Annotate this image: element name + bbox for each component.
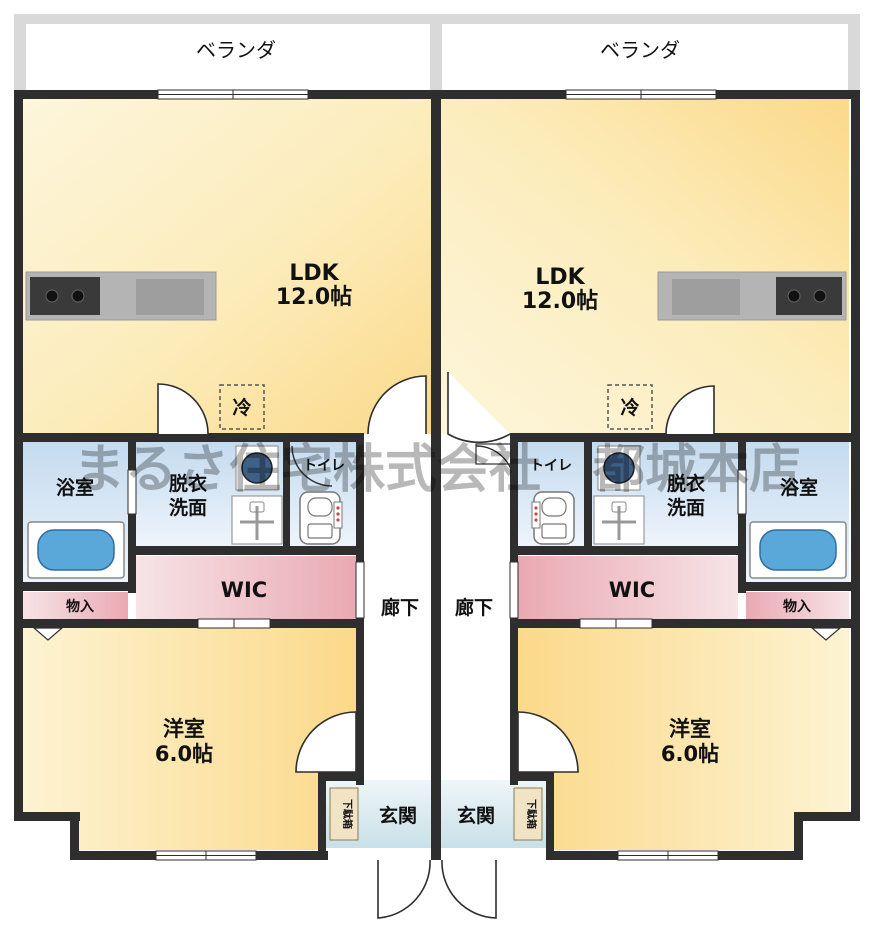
stove [776,277,842,315]
storage-floor-left [22,592,128,620]
washroom-label-left-1: 脱衣 [169,472,207,495]
door-wic-right [509,561,519,619]
sink-icon [672,279,740,315]
window-ldk-left [157,89,309,100]
burner-icon [813,289,827,303]
washing-machine-right [597,445,641,491]
bathtub-right [749,521,847,579]
door-ldk-right [665,385,715,435]
kitchen-counter-right [657,271,847,321]
hallway-label-right: 廊下 [455,596,493,619]
doors [32,372,842,919]
shoe-box-label-right: 下駄箱 [525,799,538,829]
basin-icon [611,501,627,513]
veranda-label-left: ベランダ [196,38,276,62]
bathtub-icon [759,529,837,571]
floor-fills [22,98,849,850]
bathtub-icon [37,529,115,571]
window-room-left [155,850,257,861]
toilet-fixture-right [531,491,575,545]
sink-icon [136,279,204,315]
toilet-label-right: トイレ [530,458,572,474]
room-size-left: 6.0帖 [155,742,213,766]
room-size-right: 6.0帖 [661,742,719,766]
toilet-label-left: トイレ [303,458,345,474]
window-ldk-right [565,89,717,100]
door-storage-left [32,627,64,641]
veranda-area [14,14,860,90]
washroom-label-right-1: 脱衣 [667,472,705,495]
hallway-floor-left [364,442,431,778]
door-bath-left [127,469,137,515]
storage-floor-right [746,592,849,620]
bath-label-left: 浴室 [56,476,94,499]
door-room-right [517,711,579,773]
door-hall-ldk-right [447,372,511,444]
ldk-floor-left [22,98,431,434]
wash-basin-left [231,495,283,545]
door-wic-left [355,561,365,619]
room-label-right: 洋室 [669,717,711,741]
veranda-right [442,24,848,90]
toilet-fixture-left [299,491,343,545]
room-label-left: 洋室 [163,717,205,741]
door-toilet-left [291,445,333,487]
stove [30,277,100,315]
bathtub-left [27,521,125,579]
shoe-box-label-left: 下駄箱 [341,799,354,829]
wic-label-left: WIC [221,578,267,602]
storage-label-right: 物入 [783,598,811,615]
western-room-floor-left [22,628,356,850]
bath-label-right: 浴室 [780,476,818,499]
wash-basin-right [593,495,645,545]
door-entrance-right [441,859,497,919]
shoe-box-left [329,787,359,841]
door-room-left [295,711,357,773]
washroom-label-right-2: 洗面 [667,496,705,519]
burner-icon [787,289,801,303]
door-ldk-left [157,383,209,435]
door-entrance-left [377,859,431,919]
ldk-size-left: 12.0帖 [276,285,352,310]
watermark-text: まるさ住宅株式会社 都城本店 [73,440,801,500]
window-wic-left [197,618,271,629]
burner-icon [45,289,59,303]
wic-label-right: WIC [609,578,655,602]
ldk-label-left: LDK [289,261,339,286]
washing-machine-icon [603,452,635,484]
entrance-label-right: 玄関 [457,804,495,827]
entrance-label-left: 玄関 [379,804,417,827]
door-storage-right [810,627,842,641]
veranda-label-right: ベランダ [600,38,680,62]
ldk-size-right: 12.0帖 [522,289,598,314]
wic-floor-right [518,556,738,620]
shoe-box-right [513,787,543,841]
fridge-label-left: 冷 [232,396,251,419]
door-toilet-right [475,445,515,485]
basin-icon [249,501,265,513]
western-room-floor-right [518,628,849,850]
fridge-space-left [219,384,265,430]
windows [155,89,719,861]
door-bath-right [737,469,747,515]
veranda-left [26,24,430,90]
fridge-label-right: 冷 [620,396,639,419]
door-hall-ldk-left [367,375,427,435]
ldk-label-right: LDK [535,265,585,290]
hallway-floor-right [441,442,510,778]
kitchen-counter-left [25,271,217,321]
ldk-floor-right [441,98,849,434]
window-wic-right [579,618,653,629]
window-room-right [617,850,719,861]
wic-floor-left [136,556,356,620]
hallway-label-left: 廊下 [381,596,419,619]
washing-machine-icon [241,452,273,484]
burner-icon [71,289,85,303]
washing-machine-left [235,445,279,491]
washroom-label-left-2: 洗面 [169,496,207,519]
fridge-space-right [607,384,653,430]
storage-label-left: 物入 [66,598,94,615]
